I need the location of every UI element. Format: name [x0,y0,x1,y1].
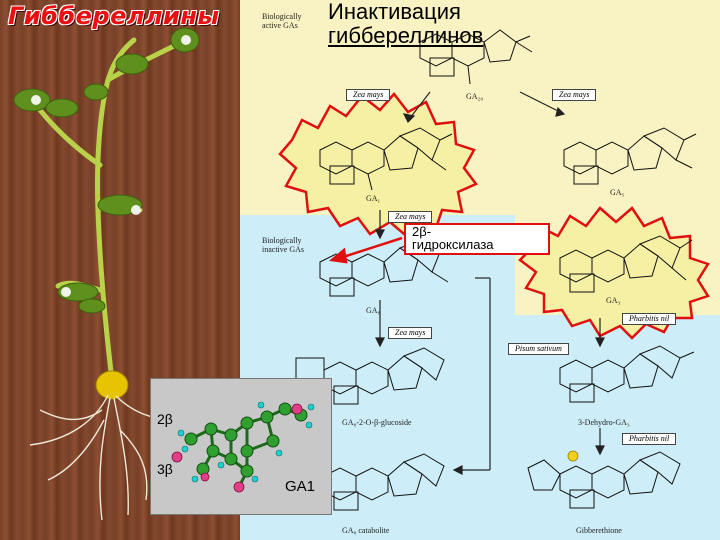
species-pharbitis-nil-2: Pharbitis nil [622,433,676,445]
gibberethione-structure [528,452,680,508]
ga8-label: GA₈ [366,306,380,315]
hydroxylase-line-2: гидроксилаза [412,238,494,252]
dehydro-ga3-structure [560,346,694,402]
dehydro-ga3-label: 3-Dehydro-GA₃ [578,418,630,427]
ga20-label: GA₂₀ [466,92,483,101]
ga1-label: GA₁ [366,194,380,203]
hydroxylase-callout: 2β- гидроксилаза [404,223,550,255]
ga1-highlight-star [280,94,476,234]
molecule-ga1-label: GA1 [285,478,315,495]
species-zea-mays-4: Zea mays [388,327,432,339]
ga8-catabolite-label: GA₈ catabolite [342,526,389,535]
species-pisum-sativum: Pisum sativum [508,343,569,355]
ga8-catabolite-structure [324,454,444,510]
label-2beta: 2β [157,411,173,427]
species-pharbitis-nil-1: Pharbitis nil [622,313,676,325]
label-3beta: 3β [157,461,173,477]
slide-title: Гиббереллины [8,2,220,30]
ga5-label: GA₅ [610,188,624,197]
species-zea-mays-3: Zea mays [388,211,432,223]
ga8-glucoside-label: GA₈-2-O-β-glucoside [342,418,412,427]
gibberethione-label: Gibberethione [576,526,622,535]
species-zea-mays-2: Zea mays [552,89,596,101]
ga3-label: GA₃ [606,296,620,305]
ga5-structure [564,128,696,184]
ga20-structure [420,30,532,84]
species-zea-mays-1: Zea mays [346,89,390,101]
